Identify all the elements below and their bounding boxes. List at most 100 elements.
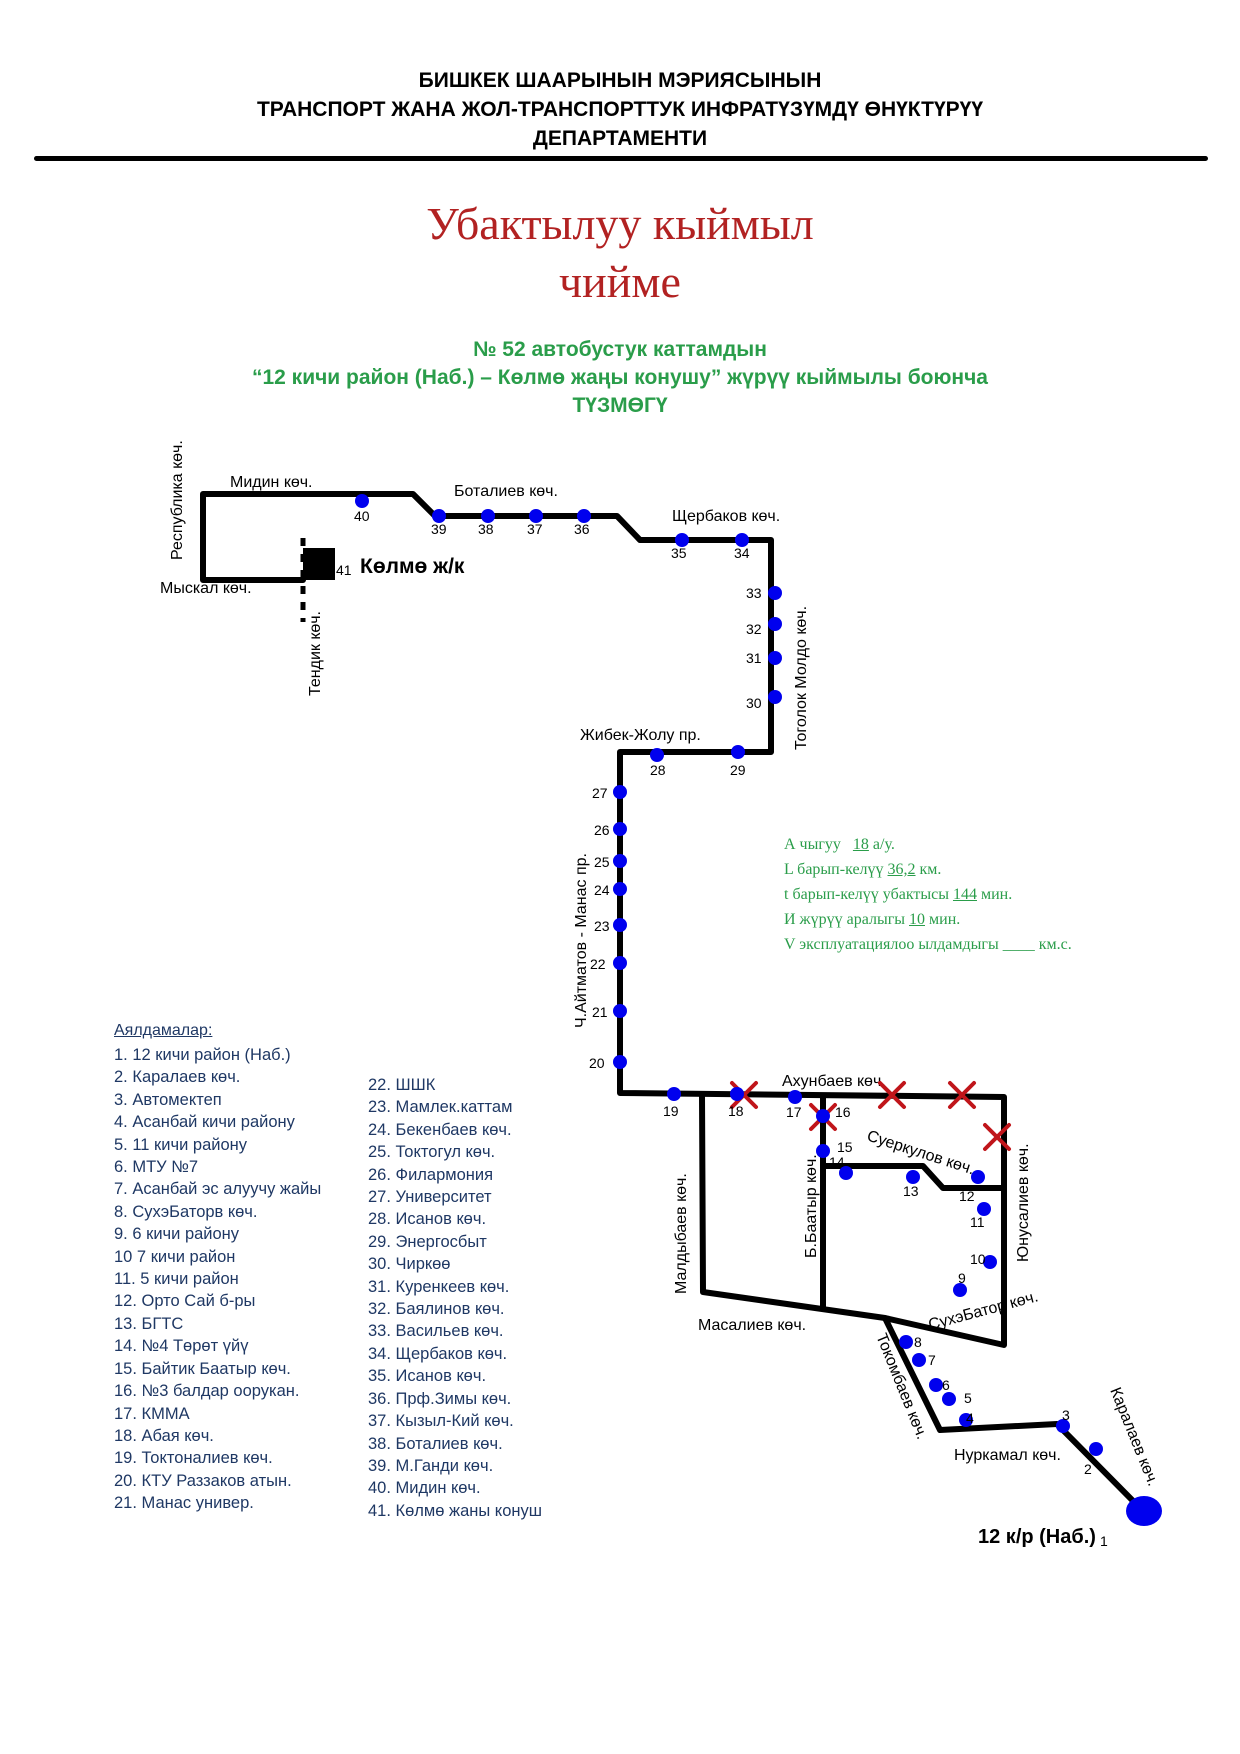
- legend-item: 8. СухэБаторв көч.: [114, 1202, 258, 1221]
- street-label-maldybaev: Малдыбаев көч.: [673, 1173, 690, 1294]
- stat-i-value: 10: [909, 911, 925, 928]
- legend-item: 29. Энергосбыт: [368, 1232, 487, 1251]
- bus-stop-number: 38: [478, 521, 494, 537]
- legend-item: 28. Исанов көч.: [368, 1210, 487, 1229]
- street-label-sherbakov: Щербаков көч.: [672, 508, 780, 525]
- route-stats: А чыгуу 18 а/у. L барып-келүү 36,2 км. t…: [784, 832, 1072, 957]
- bus-stop-number: 35: [671, 545, 687, 561]
- bus-stop-dot: [816, 1144, 830, 1158]
- bus-stop-dot: [730, 1087, 744, 1101]
- legend-item: 13. БГТС: [114, 1314, 184, 1333]
- legend-item: 10 7 кичи район: [114, 1247, 236, 1266]
- stat-t: t барып-келүү убактысы 144 мин.: [784, 882, 1072, 907]
- legend-item: 20. КТУ Раззаков атын.: [114, 1471, 292, 1490]
- bus-stop-number: 20: [589, 1055, 605, 1071]
- bus-stop-dot: [906, 1170, 920, 1184]
- bus-stop-dot: [788, 1090, 802, 1104]
- closure-x-icon: [878, 1081, 906, 1109]
- bus-stop-number: 22: [590, 956, 606, 972]
- bus-stop-number: 31: [746, 650, 762, 666]
- bus-stop-dot: [613, 918, 627, 932]
- legend-item: 12. Орто Сай б-ры: [114, 1292, 256, 1311]
- subtitle-line-2: “12 кичи район (Наб.) – Көлмө жаңы конуш…: [251, 366, 988, 389]
- legend-item: 34. Щербаков көч.: [368, 1344, 508, 1363]
- legend-item: 22. ШШК: [368, 1076, 436, 1094]
- bus-stop-number: 40: [354, 508, 370, 524]
- legend-item: 39. М.Ганди көч.: [368, 1456, 494, 1475]
- stat-a-label: А чыгуу: [784, 836, 841, 853]
- street-label-tendik: Тендик көч.: [307, 611, 324, 696]
- street-label-respublika: Республика көч.: [169, 440, 186, 560]
- stat-l: L барып-келүү 36,2 км.: [784, 857, 1072, 882]
- street-label-jibek: Жибек-Жолу пр.: [580, 727, 701, 744]
- legend-item: 17. КММА: [114, 1404, 190, 1423]
- bus-stop-number: 15: [837, 1139, 853, 1155]
- stat-l-unit: км.: [919, 861, 942, 878]
- stat-a-value: 18: [852, 836, 869, 853]
- bus-stop-number: 9: [958, 1270, 966, 1286]
- bus-stop-dot: [667, 1087, 681, 1101]
- end-terminal-label: 12 к/р (Наб.): [978, 1526, 1096, 1548]
- stat-i-unit: мин.: [929, 911, 961, 928]
- bus-stop-dot: [731, 745, 745, 759]
- bus-stop-number: 11: [970, 1214, 985, 1230]
- bus-stop-dot: [613, 1055, 627, 1069]
- stat-t-value: 144: [952, 886, 977, 903]
- bus-stop-number: 36: [574, 521, 590, 537]
- bus-stop-dot: [912, 1353, 926, 1367]
- bus-stop-number: 6: [942, 1377, 950, 1393]
- legend-item: 24. Бекенбаев көч.: [368, 1120, 512, 1139]
- legend-item: 4. Асанбай кичи району: [114, 1113, 295, 1132]
- bus-stop-number: 12: [959, 1188, 975, 1204]
- bus-stop-number: 4: [966, 1410, 974, 1426]
- legend-item: 37. Кызыл-Кий көч.: [368, 1412, 514, 1431]
- bus-stop-number: 10: [970, 1251, 986, 1267]
- bus-stop-dot: [1089, 1442, 1103, 1456]
- bus-stop-dot: [735, 533, 749, 547]
- bus-stop-dot: [768, 651, 782, 665]
- street-label-aitmatov: Ч.Айтматов - Манас пр.: [573, 853, 590, 1028]
- street-label-karalaev: Каралаев көч.: [1106, 1385, 1161, 1489]
- legend-title: Аялдамалар:: [114, 1022, 213, 1039]
- legend-item: 11. 5 кичи район: [114, 1270, 239, 1289]
- stat-a: А чыгуу 18 а/у.: [784, 832, 1072, 857]
- route-main-line: [200, 491, 1145, 1513]
- bus-stop-dot: [768, 617, 782, 631]
- title-line-1: Убактылуу кыймыл: [426, 198, 814, 249]
- legend-item: 33. Васильев көч.: [368, 1322, 504, 1341]
- legend-item: 9. 6 кичи району: [114, 1225, 240, 1244]
- bus-stop-number: 14: [829, 1154, 845, 1170]
- legend-item: 19. Токтоналиев көч.: [114, 1449, 273, 1468]
- bus-stop-number: 8: [914, 1334, 922, 1350]
- legend-item: 6. МТУ №7: [114, 1158, 199, 1177]
- bus-stop-dot: [959, 1413, 973, 1427]
- street-label-masaliev: Масалиев көч.: [698, 1317, 806, 1334]
- bus-stop-dot: [839, 1166, 853, 1180]
- bus-stop-dot: [650, 748, 664, 762]
- bus-stop-dot: [613, 956, 627, 970]
- bus-stop-dot: [613, 785, 627, 799]
- stat-i-label: И жүрүү аралыгы: [784, 911, 905, 928]
- terminal-square-icon: [303, 548, 335, 580]
- street-label-botaliev: Боталиев көч.: [454, 483, 558, 500]
- bus-stop-number: 21: [592, 1004, 608, 1020]
- legend-item: 41. Көлмө жаны конуш: [368, 1501, 542, 1520]
- bus-stop-dot: [816, 1109, 830, 1123]
- bus-stop-dot: [1056, 1419, 1070, 1433]
- bus-stop-dot: [432, 509, 446, 523]
- bus-stop-dot: [977, 1202, 991, 1216]
- bus-stop-number: 25: [594, 854, 610, 870]
- stat-v-value: ____: [1002, 936, 1035, 953]
- side-branch-suerkulov: [820, 1163, 1007, 1191]
- legend-item: 18. Абая көч.: [114, 1426, 214, 1445]
- bus-stop-dot: [929, 1378, 943, 1392]
- bus-stop-number: 23: [594, 918, 610, 934]
- legend-item: 30. Чиркөө: [368, 1255, 451, 1274]
- street-label-suhebator: СухэБатор көч.: [927, 1288, 1040, 1334]
- street-label-yunusaliev: Юнусалиев көч.: [1015, 1143, 1032, 1262]
- stat-l-label: L барып-келүү: [784, 861, 884, 878]
- bus-stop-number: 41: [336, 562, 352, 578]
- street-label-midin: Мидин көч.: [230, 474, 313, 491]
- legend-list-col1: 1. 12 кичи район (Наб.)2. Каралаев көч.3…: [114, 1044, 321, 1515]
